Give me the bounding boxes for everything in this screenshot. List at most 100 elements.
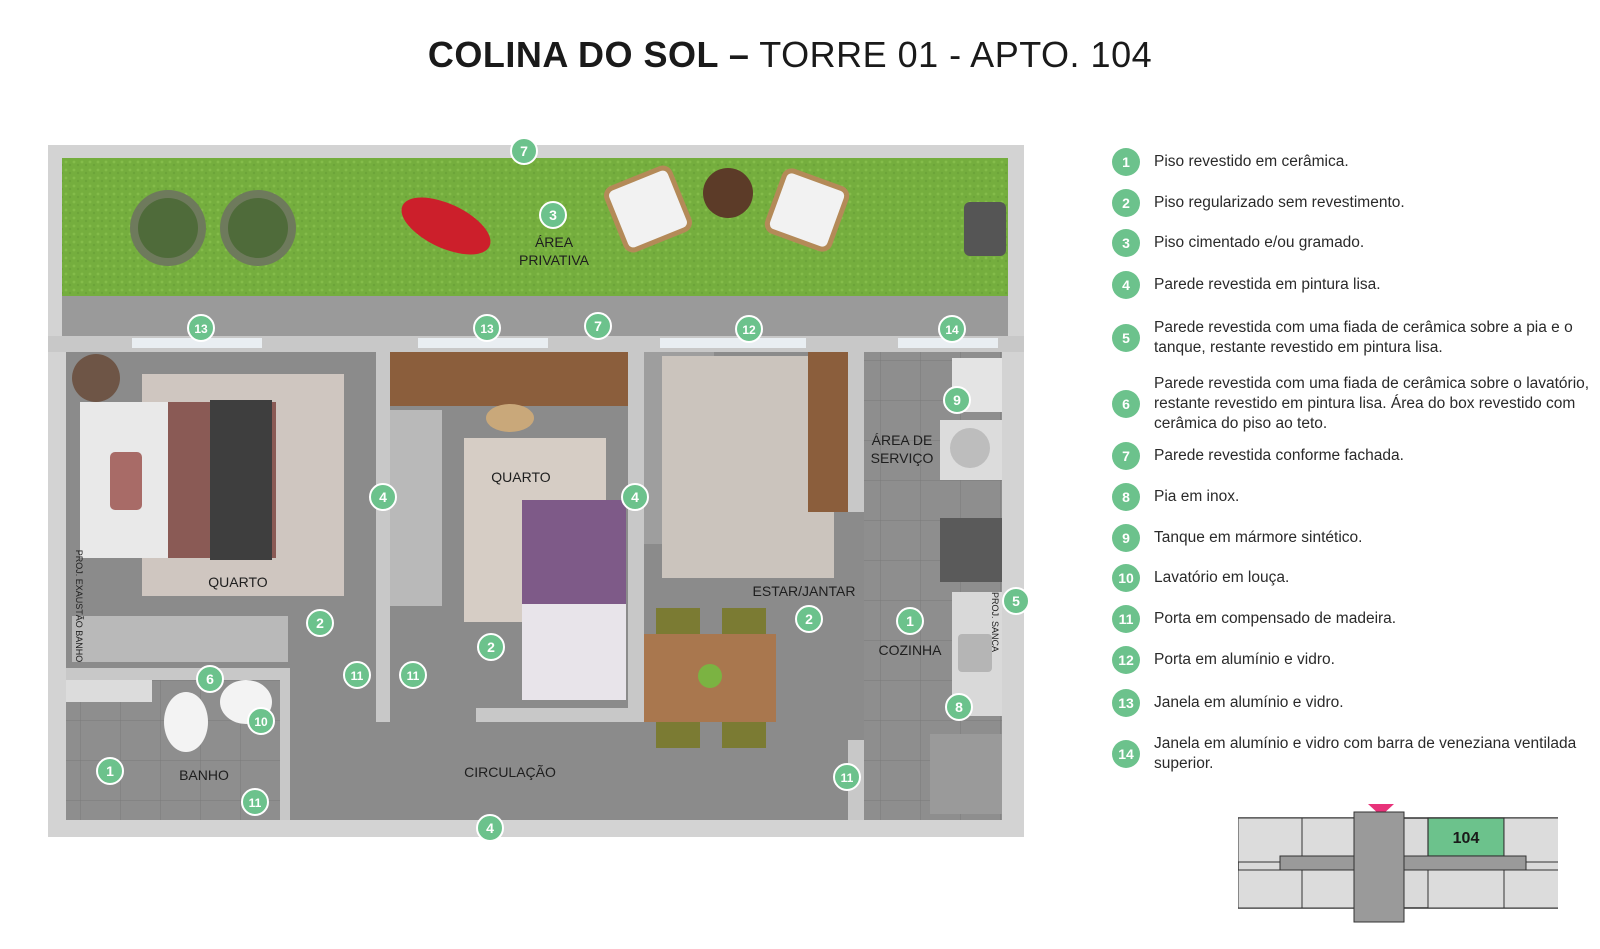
keyplan-unit-label: 104 <box>1453 830 1480 847</box>
legend-text: Piso regularizado sem revestimento. <box>1154 194 1405 211</box>
plan-marker-number: 1 <box>106 763 114 779</box>
armchair-left <box>604 165 692 253</box>
plan-marker-circle <box>399 661 427 689</box>
plan-marker-circle <box>476 814 504 842</box>
wall-bedroom1-east <box>376 352 390 722</box>
plan-marker: 1 <box>896 607 924 635</box>
plan-marker: 2 <box>306 609 334 637</box>
wardrobe-bedroom2 <box>390 410 442 606</box>
label-area-servico-1: ÁREA DE <box>872 432 933 448</box>
plan-marker-number: 12 <box>742 323 756 337</box>
plan-marker-circle <box>187 314 215 342</box>
wall-bath-north <box>66 668 286 680</box>
plan-marker-number: 11 <box>841 771 854 785</box>
label-estar-jantar: ESTAR/JANTAR <box>753 583 856 599</box>
legend-item: 10 Lavatório em louça. <box>1112 564 1592 592</box>
plan-marker-number: 13 <box>194 322 208 336</box>
grill <box>964 202 1006 256</box>
legend-number-badge: 10 <box>1112 564 1140 592</box>
legend-text: Janela em alumínio e vidro. <box>1154 694 1344 711</box>
plan-marker-circle <box>196 665 224 693</box>
window-13-right <box>418 338 548 348</box>
plan-marker-number: 4 <box>631 489 639 505</box>
plan-marker: 3 <box>539 201 567 229</box>
legend-item: 2 Piso regularizado sem revestimento. <box>1112 189 1592 217</box>
shower-shelf <box>66 680 152 702</box>
plan-marker: 7 <box>510 137 538 165</box>
floor-plan: ÁREA PRIVATIVA QUARTO QUARTO ÁREA DE SER… <box>48 137 1030 842</box>
key-plan: 104 <box>1238 804 1558 923</box>
door-12 <box>660 338 806 348</box>
plan-marker-circle <box>539 201 567 229</box>
rug-living <box>662 356 834 578</box>
label-cozinha: COZINHA <box>879 642 943 658</box>
label-quarto-2: QUARTO <box>491 469 550 485</box>
plan-marker-circle <box>945 693 973 721</box>
legend-text: Parede revestida conforme fachada. <box>1154 447 1404 464</box>
desk-chair <box>486 404 534 432</box>
wall-bedroom2-east <box>628 352 644 722</box>
plan-marker-circle <box>896 607 924 635</box>
window-13-left <box>132 338 262 348</box>
side-table <box>703 168 753 218</box>
plan-marker: 6 <box>196 665 224 693</box>
plan-marker: 4 <box>476 814 504 842</box>
label-area-privativa-1: ÁREA <box>535 234 574 250</box>
legend-text: Piso revestido em cerâmica. <box>1154 153 1349 170</box>
keyplan-unit-104 <box>1427 817 1505 857</box>
plan-marker-number: 9 <box>953 392 961 408</box>
label-circulacao: CIRCULAÇÃO <box>464 764 556 780</box>
plan-marker-number: 4 <box>486 820 494 836</box>
plan-marker-circle <box>795 605 823 633</box>
legend-number-badge: 2 <box>1112 189 1140 217</box>
plan-marker: 13 <box>473 314 501 342</box>
plan-marker-circle <box>343 661 371 689</box>
plan-marker: 1 <box>96 757 124 785</box>
plan-marker-number: 7 <box>594 318 602 334</box>
window-14 <box>898 338 998 348</box>
legend-text: Lavatório em louça. <box>1154 569 1290 586</box>
legend-number-badge: 14 <box>1112 740 1140 768</box>
plan-marker-circle <box>241 788 269 816</box>
legend-number-badge: 3 <box>1112 229 1140 257</box>
bed-blanket <box>210 400 272 560</box>
plan-marker-circle <box>943 386 971 414</box>
plan-marker: 12 <box>735 315 763 343</box>
legend-text: Parede revestida em pintura lisa. <box>1154 276 1381 293</box>
title-unit: TORRE 01 - APTO. 104 <box>759 34 1153 75</box>
legend-text: Porta em compensado de madeira. <box>1154 610 1397 627</box>
plan-marker: 9 <box>943 386 971 414</box>
legend-text: Parede revestida com uma fiada de cerâmi… <box>1154 319 1573 356</box>
plan-marker: 14 <box>938 315 966 343</box>
terrace-paving <box>62 296 1008 336</box>
wall-kitchen-upper <box>848 352 864 512</box>
plan-marker-number: 11 <box>351 669 364 683</box>
fridge <box>930 734 1002 814</box>
title-project: COLINA DO SOL – <box>427 34 750 75</box>
plan-marker: 7 <box>584 312 612 340</box>
label-area-privativa-2: PRIVATIVA <box>519 252 590 268</box>
plan-marker-number: 10 <box>254 715 268 729</box>
label-proj-exaustao: PROJ. EXAUSTÃO BANHO <box>74 550 84 663</box>
plan-marker-number: 11 <box>407 669 420 683</box>
plan-marker-circle <box>369 483 397 511</box>
plan-marker: 5 <box>1002 587 1030 615</box>
legend-text: Pia em inox. <box>1154 488 1240 505</box>
plan-marker: 11 <box>343 661 371 689</box>
sink <box>958 634 992 672</box>
red-seesaw <box>401 197 491 255</box>
label-quarto-1: QUARTO <box>208 574 267 590</box>
legend-number-badge: 9 <box>1112 524 1140 552</box>
plan-marker-number: 1 <box>906 613 914 629</box>
plan-marker-circle <box>473 314 501 342</box>
plan-marker-number: 2 <box>805 611 813 627</box>
plan-marker: 11 <box>399 661 427 689</box>
bed-single-blanket <box>522 500 626 604</box>
plan-marker: 10 <box>247 707 275 735</box>
